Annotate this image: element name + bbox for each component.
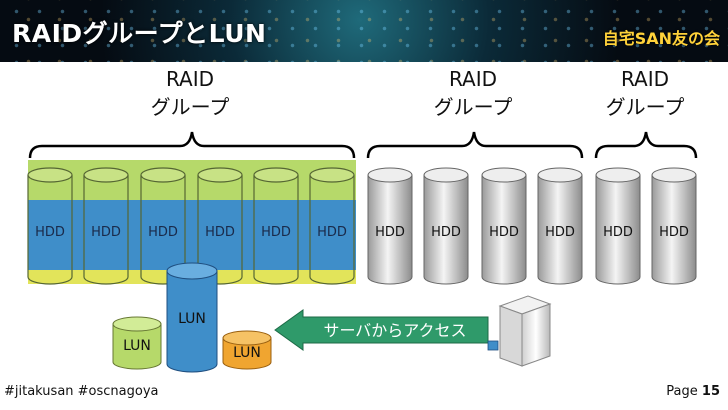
group2-disk-2: HDD — [423, 167, 469, 285]
footer-page-number: Page 15 — [666, 384, 720, 399]
brand-label: 自宅SAN友の会 — [602, 29, 720, 48]
lun-green-cylinder: LUN — [112, 316, 162, 370]
lun-green-label: LUN — [123, 338, 151, 354]
lun-blue-label: LUN — [178, 311, 206, 327]
group2-disk-1-label: HDD — [375, 225, 405, 240]
lun-orange-cylinder: LUN — [222, 330, 272, 370]
access-arrow: サーバからアクセス — [274, 309, 489, 351]
page-prefix: Page — [666, 384, 698, 399]
group1-label-line2: グループ — [151, 95, 230, 119]
group3-disk-2-label: HDD — [659, 225, 689, 240]
group2-disk-4-label: HDD — [545, 225, 575, 240]
group3-disk-1: HDD — [595, 167, 641, 285]
group1-disk-1-label: HDD — [35, 225, 65, 240]
footer-hashtags: #jitakusan #oscnagoya — [4, 384, 159, 399]
group2-disk-3-label: HDD — [489, 225, 519, 240]
group1-disk-3: HDD — [140, 167, 186, 285]
group1-disk-2-label: HDD — [91, 225, 121, 240]
group1-disk-6: HDD — [309, 167, 355, 285]
lun-orange-label: LUN — [233, 345, 261, 361]
group2-disk-2-label: HDD — [431, 225, 461, 240]
group2-disk-1: HDD — [367, 167, 413, 285]
group3-disk-1-label: HDD — [603, 225, 633, 240]
group2-label-line2: グループ — [434, 95, 513, 119]
header-background — [0, 0, 728, 62]
group1-brace — [28, 131, 356, 159]
server-icon — [487, 295, 552, 367]
group3-label-line1: RAID — [621, 67, 669, 91]
group3-brace — [594, 131, 698, 159]
group1-disk-5-label: HDD — [261, 225, 291, 240]
group1-disk-5: HDD — [253, 167, 299, 285]
group3-disk-2: HDD — [651, 167, 697, 285]
slide-title: RAIDグループとLUN — [12, 19, 267, 48]
group2-disk-4: HDD — [537, 167, 583, 285]
access-arrow-label: サーバからアクセス — [323, 321, 466, 340]
group1-disk-4-label: HDD — [205, 225, 235, 240]
group1-disk-6-label: HDD — [317, 225, 347, 240]
group2-disk-3: HDD — [481, 167, 527, 285]
page-number: 15 — [701, 384, 720, 399]
group1-disk-3-label: HDD — [148, 225, 178, 240]
group1-label-line1: RAID — [166, 67, 214, 91]
group1-disk-1: HDD — [27, 167, 73, 285]
group1-disk-2: HDD — [83, 167, 129, 285]
lun-blue-cylinder: LUN — [166, 262, 218, 373]
group3-label-line2: グループ — [606, 95, 685, 119]
group2-label-line1: RAID — [449, 67, 497, 91]
header-banner: RAIDグループとLUN 自宅SAN友の会 — [0, 0, 728, 62]
group1-blue-stripe — [28, 200, 356, 270]
group2-brace — [366, 131, 584, 159]
raid-diagram: RAID グループ RAID グループ RAID グループ HDD HDD HD… — [27, 67, 698, 373]
